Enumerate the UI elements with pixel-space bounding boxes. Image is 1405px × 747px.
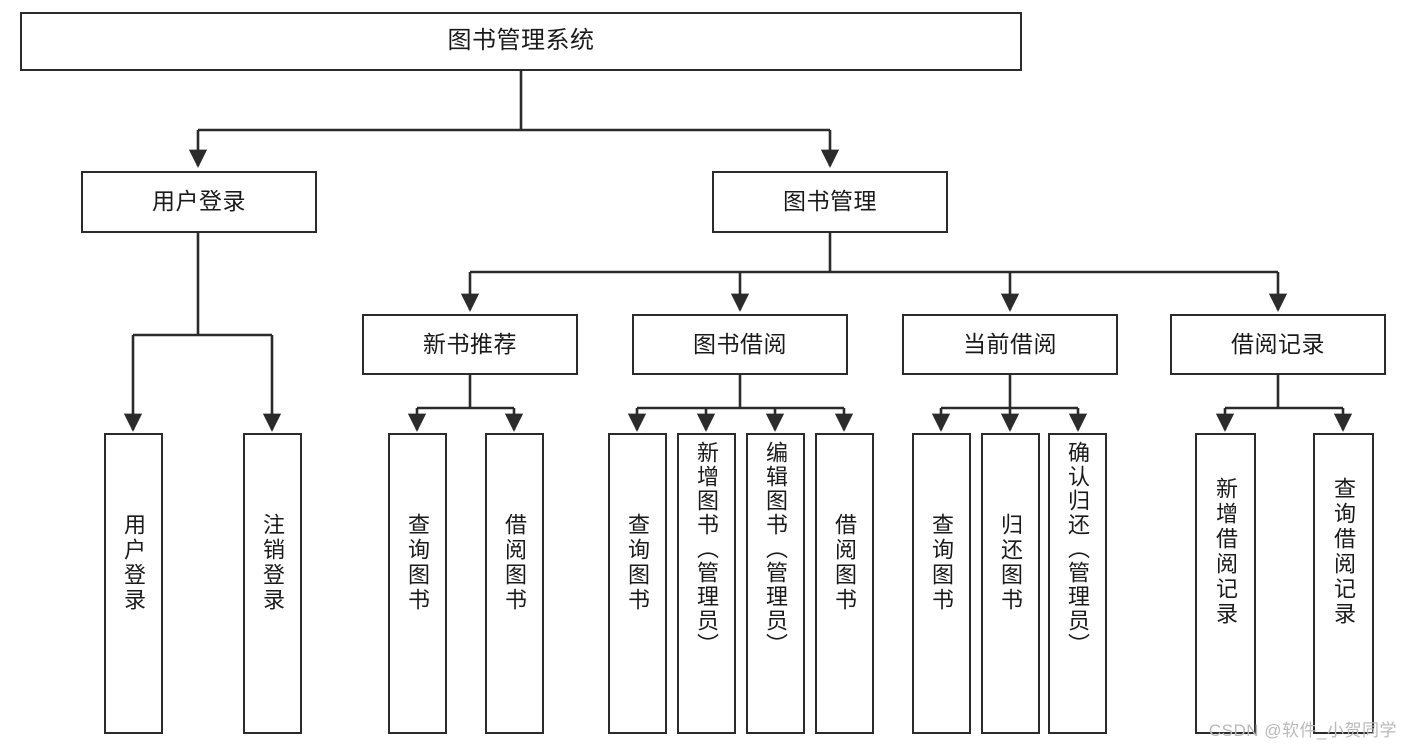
node-leaf-edit-book-label: 编辑图书（管理员） [763, 441, 789, 657]
node-leaf-user-login-label: 用户登录 [121, 513, 147, 613]
node-new-book-rec[interactable]: 新书推荐 [362, 314, 578, 375]
node-root-label: 图书管理系统 [447, 27, 595, 55]
node-leaf-query-book-2[interactable]: 查询图书 [608, 433, 667, 734]
node-borrow-record[interactable]: 借阅记录 [1170, 314, 1386, 375]
node-book-manage-label: 图书管理 [783, 188, 877, 215]
node-book-borrow[interactable]: 图书借阅 [632, 314, 848, 375]
node-leaf-query-book-3[interactable]: 查询图书 [912, 433, 971, 734]
node-leaf-query-book-2-label: 查询图书 [625, 513, 651, 613]
node-book-manage[interactable]: 图书管理 [712, 171, 948, 233]
node-user-login-label: 用户登录 [152, 188, 246, 215]
node-leaf-query-book-1[interactable]: 查询图书 [388, 433, 447, 734]
node-leaf-edit-book[interactable]: 编辑图书（管理员） [746, 433, 805, 734]
node-book-borrow-label: 图书借阅 [693, 330, 787, 357]
node-leaf-add-book[interactable]: 新增图书（管理员） [677, 433, 736, 734]
node-new-book-rec-label: 新书推荐 [423, 330, 517, 357]
node-leaf-borrow-book-2[interactable]: 借阅图书 [815, 433, 874, 734]
node-leaf-query-book-1-label: 查询图书 [405, 513, 431, 613]
node-leaf-borrow-book-2-label: 借阅图书 [832, 513, 858, 613]
node-root[interactable]: 图书管理系统 [20, 12, 1022, 71]
node-leaf-user-login[interactable]: 用户登录 [104, 433, 163, 734]
node-leaf-borrow-book-1-label: 借阅图书 [502, 513, 528, 613]
node-leaf-add-book-label: 新增图书（管理员） [694, 441, 720, 657]
node-user-login[interactable]: 用户登录 [81, 171, 317, 233]
node-borrow-record-label: 借阅记录 [1231, 330, 1325, 357]
node-leaf-add-record-label: 新增借阅记录 [1213, 477, 1239, 627]
node-leaf-confirm-return[interactable]: 确认归还（管理员） [1048, 433, 1107, 734]
node-leaf-return-book[interactable]: 归还图书 [981, 433, 1040, 734]
node-current-borrow[interactable]: 当前借阅 [902, 314, 1118, 375]
node-leaf-add-record[interactable]: 新增借阅记录 [1195, 433, 1256, 734]
csdn-watermark: CSDN @软件_小贺同学 [1208, 721, 1397, 740]
node-leaf-user-logout[interactable]: 注销登录 [243, 433, 302, 734]
node-leaf-confirm-return-label: 确认归还（管理员） [1065, 441, 1091, 657]
node-current-borrow-label: 当前借阅 [963, 330, 1057, 357]
node-leaf-query-book-3-label: 查询图书 [929, 513, 955, 613]
node-leaf-return-book-label: 归还图书 [998, 513, 1024, 613]
node-leaf-query-record-label: 查询借阅记录 [1331, 477, 1357, 627]
node-leaf-borrow-book-1[interactable]: 借阅图书 [485, 433, 544, 734]
node-leaf-user-logout-label: 注销登录 [260, 513, 286, 613]
node-leaf-query-record[interactable]: 查询借阅记录 [1313, 433, 1374, 734]
